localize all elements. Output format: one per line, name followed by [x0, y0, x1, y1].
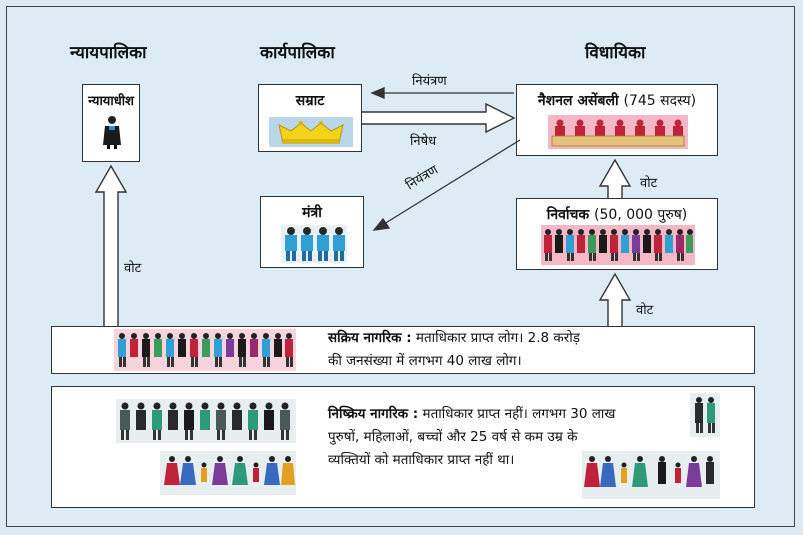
active-citizens-text: सक्रिय नागरिक : मताधिकार प्राप्त लोग। 2.… — [328, 327, 748, 373]
minister-title: मंत्री — [302, 205, 322, 221]
electors-title: निर्वाचक — [546, 207, 590, 223]
label-vote-judge: वोट — [124, 261, 142, 276]
passive-citizens-crowd-icon — [116, 399, 296, 499]
active-citizens-heading: सक्रिय नागरिक : — [328, 330, 412, 346]
assembly-title-line: नैशनल असेंबली (745 सदस्य) — [517, 91, 717, 110]
emperor-title: सम्राट — [295, 93, 325, 109]
minister-box: मंत्री — [260, 196, 364, 268]
electors-count: (50, 000 पुरुष) — [594, 207, 688, 223]
heading-executive: कार्यपालिका — [260, 43, 335, 63]
passive-citizens-line2: पुरुषों, महिलाओं, बच्चों और 25 वर्ष से क… — [328, 429, 578, 445]
electors-crowd-icon — [541, 225, 695, 265]
passive-citizens-family-icon — [582, 451, 720, 499]
passive-citizens-text: निष्क्रिय नागरिक : मताधिकार प्राप्त नहीं… — [328, 403, 668, 472]
judge-figure-icon — [100, 115, 124, 149]
ministers-figures-icon — [281, 225, 347, 263]
label-veto: निषेध — [410, 134, 437, 149]
passive-citizens-pair-icon — [690, 393, 720, 437]
active-citizens-box: सक्रिय नागरिक : मताधिकार प्राप्त लोग। 2.… — [51, 326, 755, 374]
passive-citizens-box: निष्क्रिय नागरिक : मताधिकार प्राप्त नहीं… — [51, 386, 755, 508]
electors-title-line: निर्वाचक (50, 000 पुरुष) — [517, 205, 717, 224]
active-citizens-line2: की जनसंख्या में लगभग 40 लाख लोग। — [328, 353, 522, 369]
heading-legislature: विधायिका — [585, 43, 646, 63]
heading-judiciary: न्यायपालिका — [70, 43, 147, 63]
label-vote-assembly: वोट — [640, 176, 658, 191]
active-citizens-crowd-icon — [114, 329, 296, 371]
active-citizens-line1: मताधिकार प्राप्त लोग। 2.8 करोड़ — [415, 330, 580, 346]
label-vote-electors: वोट — [636, 303, 654, 318]
assembly-count: (745 सदस्य) — [623, 93, 697, 109]
passive-citizens-line3: व्यक्तियों को मताधिकार प्राप्त नहीं था। — [328, 452, 515, 468]
assembly-members-icon — [548, 115, 688, 149]
passive-citizens-line1: मताधिकार प्राप्त नहीं। लगभग 30 लाख — [422, 406, 616, 422]
emperor-box: सम्राट — [258, 84, 362, 152]
electors-box: निर्वाचक (50, 000 पुरुष) — [516, 198, 718, 270]
label-control-top: नियंत्रण — [412, 74, 447, 89]
assembly-box: नैशनल असेंबली (745 सदस्य) — [516, 84, 718, 156]
assembly-title: नैशनल असेंबली — [537, 93, 619, 109]
passive-citizens-heading: निष्क्रिय नागरिक : — [328, 406, 419, 422]
judge-box: न्यायाधीश — [82, 84, 140, 162]
judge-title: न्यायाधीश — [88, 94, 134, 109]
crown-icon — [269, 117, 353, 147]
